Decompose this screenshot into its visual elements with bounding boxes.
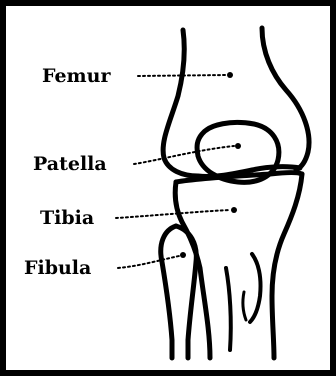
patella-label: Patella [33, 153, 107, 175]
fibula-pointer-dot [180, 252, 186, 258]
fibula-label: Fibula [24, 257, 91, 279]
tibia-label: Tibia [40, 207, 94, 229]
fibula-leader-line [118, 256, 179, 268]
tibia-pointer-dot [231, 207, 237, 213]
tibia-leader-line [116, 210, 230, 218]
patella-leader-line [134, 146, 234, 164]
femur-label: Femur [42, 65, 111, 87]
femur-pointer-dot [227, 72, 233, 78]
patella-pointer-dot [235, 143, 241, 149]
